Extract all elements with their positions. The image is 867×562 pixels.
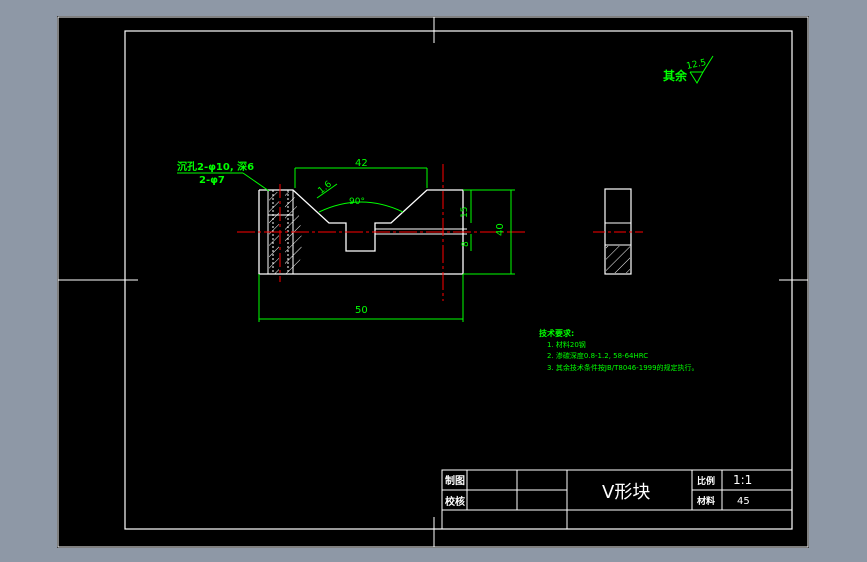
- cad-drawing-viewport[interactable]: 其余 12.5 42 1.6: [57, 16, 809, 548]
- hole-note-line1: 沉孔2-φ10, 深6: [177, 160, 254, 173]
- drawn-label: 制图: [445, 474, 465, 487]
- tech-item: 2. 渗碳深度0.8-1.2, 58-64HRC: [547, 351, 648, 360]
- angle-arc: [318, 201, 404, 213]
- side-view: [593, 188, 643, 275]
- roughness-label: 其余: [663, 68, 688, 83]
- hole-note-line2: 2-φ7: [199, 175, 225, 186]
- dim-chamfer: 1.6: [317, 179, 335, 196]
- dim-angle: 90°: [349, 197, 365, 207]
- material-label: 材料: [696, 495, 715, 507]
- dim-40: 40: [495, 223, 506, 236]
- hole-note: 沉孔2-φ10, 深6 2-φ7: [177, 160, 270, 192]
- side-view-hatch: [606, 246, 630, 273]
- dim-42: 42: [355, 158, 368, 169]
- scale-label: 比例: [697, 475, 715, 487]
- drawing-frame: [124, 30, 793, 530]
- dim-line-chamfer: [316, 183, 338, 199]
- tech-item: 1. 材料20钢: [547, 340, 586, 349]
- tech-requirements: 技术要求: 1. 材料20钢 2. 渗碳深度0.8-1.2, 58-64HRC …: [539, 328, 699, 372]
- dim-8: 8: [461, 241, 471, 247]
- leader-line: [242, 172, 270, 192]
- tech-title: 技术要求:: [539, 328, 574, 338]
- scale-value: 1:1: [733, 473, 752, 487]
- outer-border: [57, 16, 809, 548]
- part-name: V形块: [602, 482, 650, 503]
- material-value: 45: [737, 496, 750, 507]
- drawing-canvas: 其余 12.5 42 1.6: [57, 16, 809, 548]
- roughness-symbol-icon: [689, 55, 714, 84]
- checked-label: 校核: [445, 495, 465, 508]
- hatch-left: [269, 192, 279, 274]
- roughness-value: 12.5: [686, 58, 708, 72]
- title-block-frame: [441, 469, 793, 530]
- title-block: 制图 校核 V形块 比例 1:1 材料 45: [441, 469, 793, 530]
- tech-item: 3. 其余技术条件按JB/T8046-1999的规定执行。: [547, 363, 699, 372]
- dim-15: 15: [460, 207, 470, 218]
- dim-50: 50: [355, 305, 368, 316]
- front-view: [237, 164, 527, 301]
